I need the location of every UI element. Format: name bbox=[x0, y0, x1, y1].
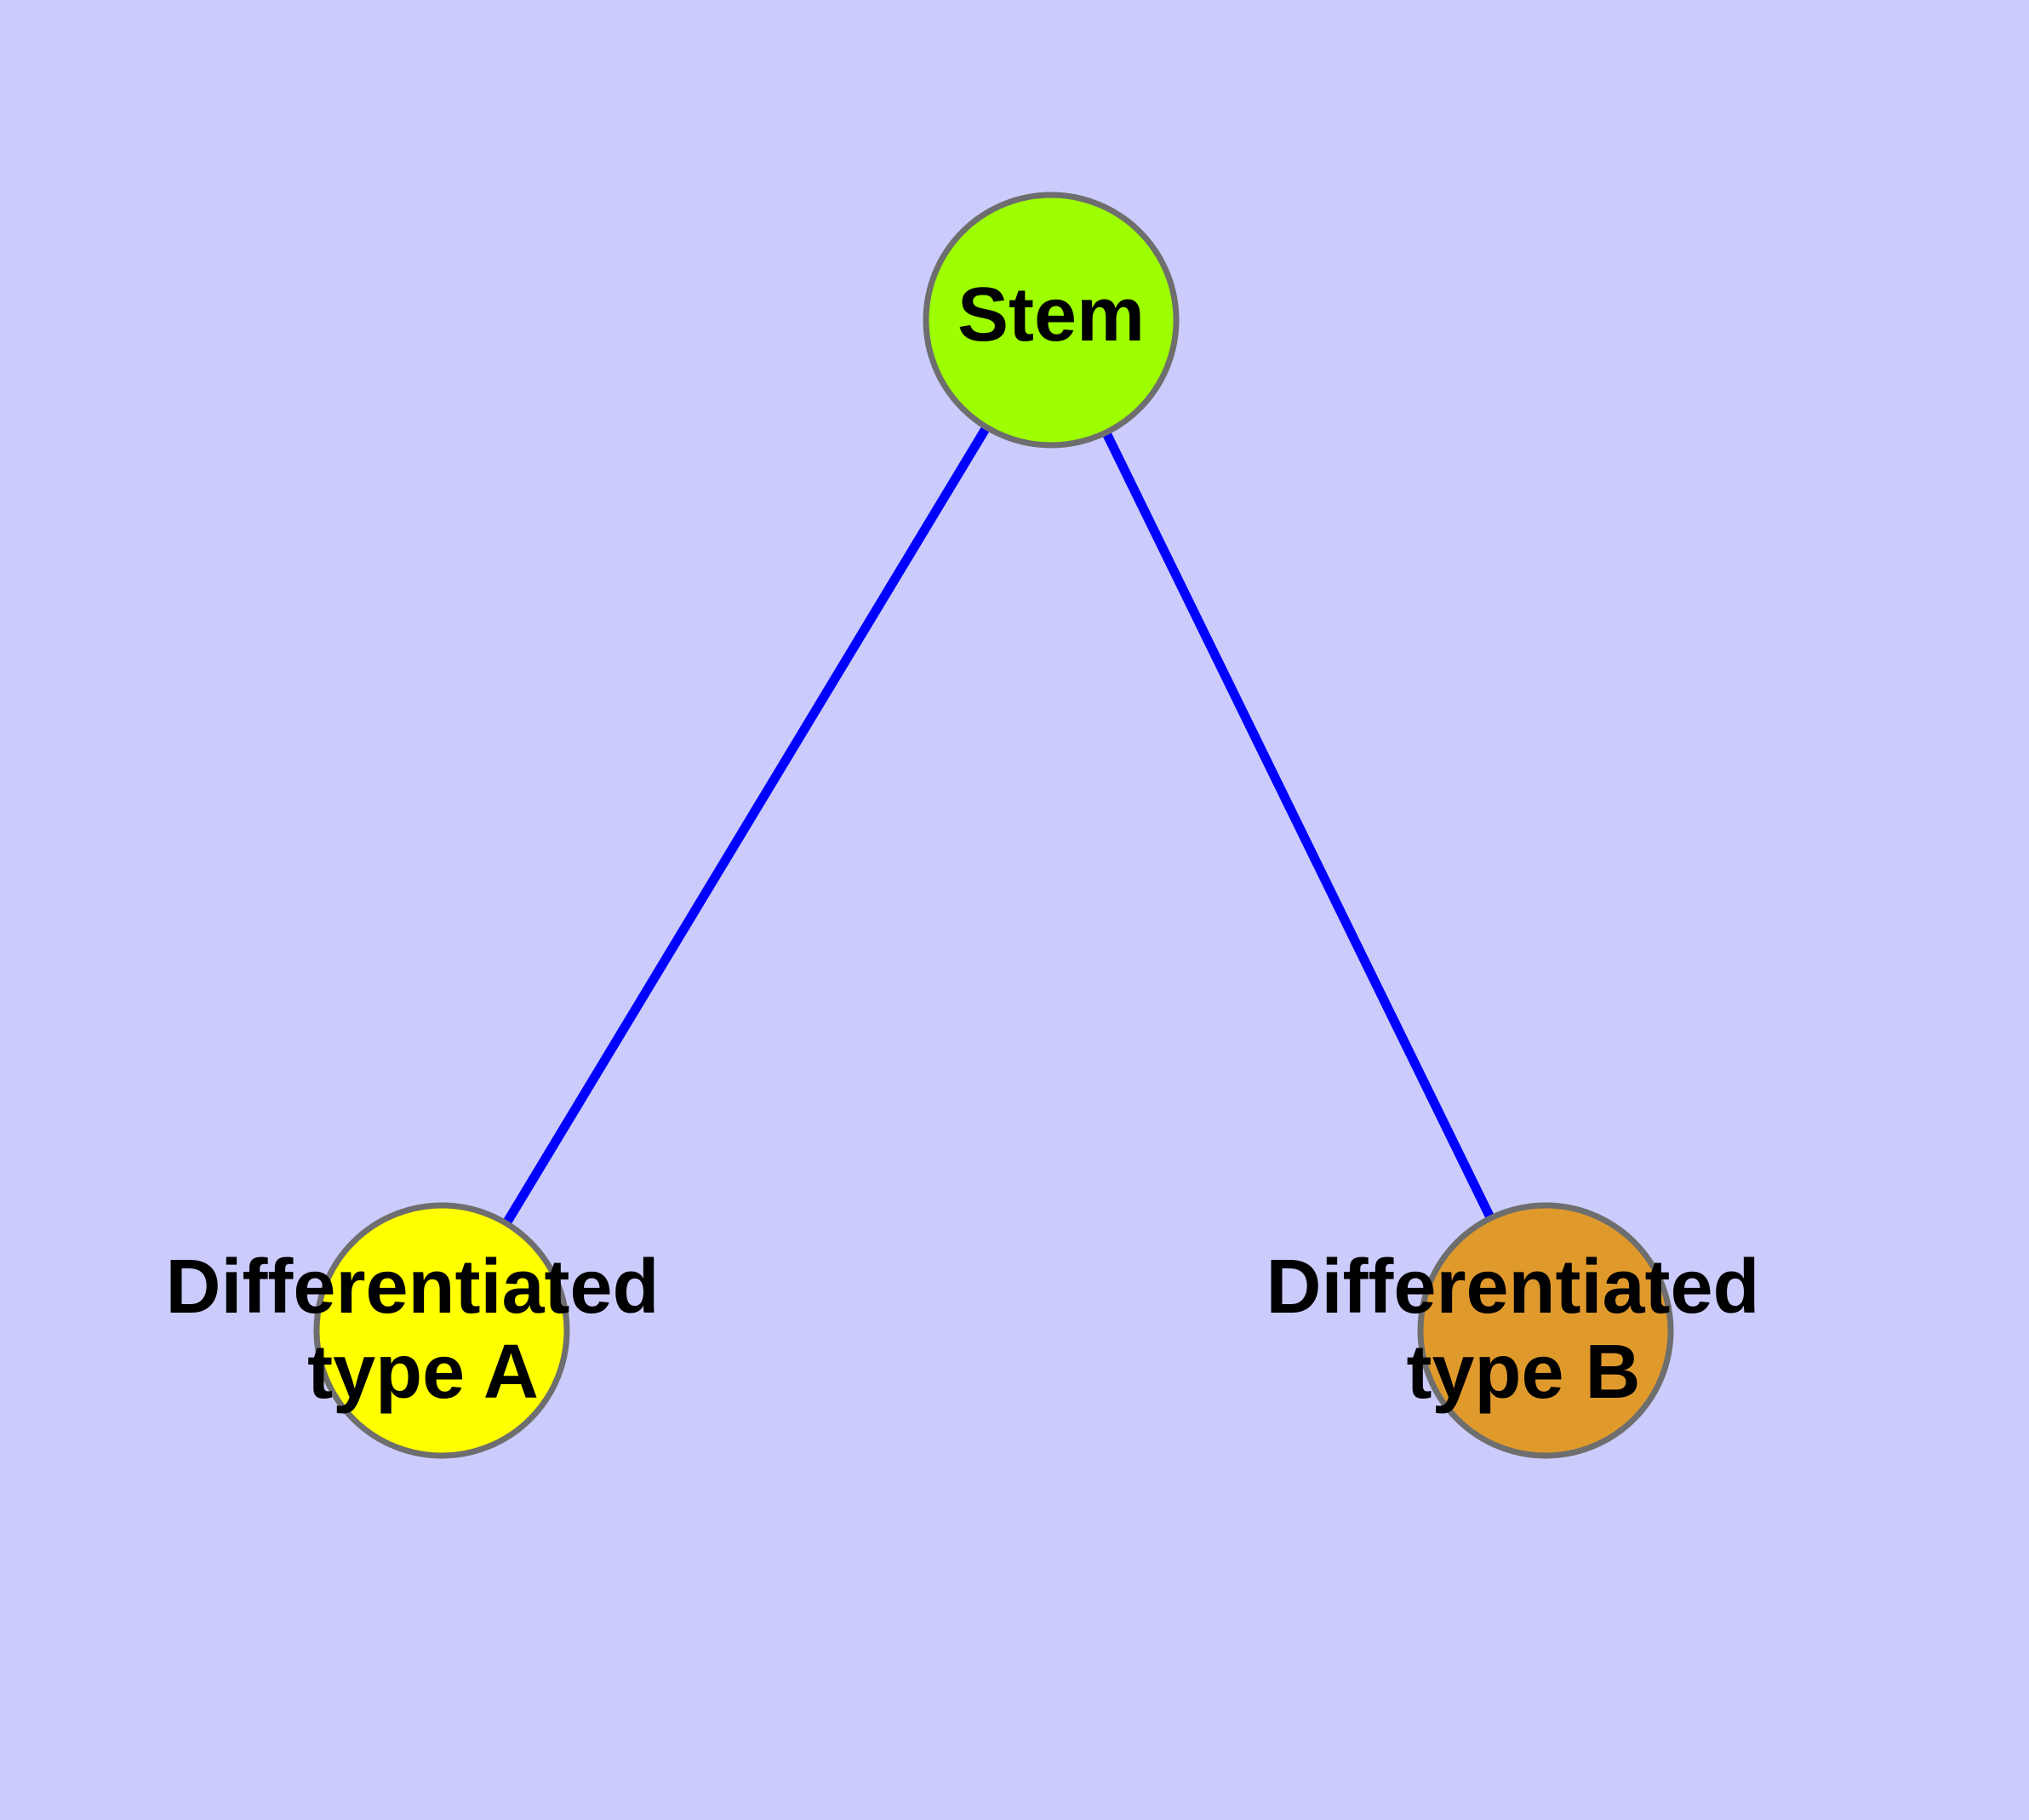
edge-stem-to-differentiated-type-b[interactable] bbox=[1047, 318, 1550, 1333]
labels-layer: Stem Differentiated type A Differentiate… bbox=[165, 272, 1780, 1415]
node-differentiated-type-a-label-line-1: Differentiated bbox=[165, 1245, 659, 1330]
node-differentiated-type-a-label-line-2: type A bbox=[307, 1330, 539, 1415]
node-differentiated-type-b-label-line-2: type B bbox=[1406, 1330, 1640, 1415]
node-differentiated-type-b[interactable] bbox=[1417, 1202, 1674, 1459]
node-differentiated-type-a[interactable] bbox=[313, 1202, 570, 1459]
node-stem-label-line-1: Stem bbox=[957, 272, 1145, 358]
node-stem[interactable] bbox=[923, 192, 1180, 449]
edge-stem-to-differentiated-type-a[interactable] bbox=[437, 318, 1055, 1333]
node-differentiated-type-b-circle[interactable] bbox=[1417, 1202, 1674, 1459]
node-differentiated-type-b-label: Differentiated type B bbox=[1266, 1245, 1780, 1415]
node-differentiated-type-a-label: Differentiated type A bbox=[165, 1245, 680, 1415]
node-stem-circle[interactable] bbox=[923, 192, 1180, 449]
node-differentiated-type-b-label-line-1: Differentiated bbox=[1266, 1245, 1759, 1330]
node-differentiated-type-a-circle[interactable] bbox=[313, 1202, 570, 1459]
nodes-layer bbox=[313, 192, 1674, 1459]
edges-layer bbox=[437, 318, 1550, 1333]
node-stem-label: Stem bbox=[957, 272, 1145, 358]
